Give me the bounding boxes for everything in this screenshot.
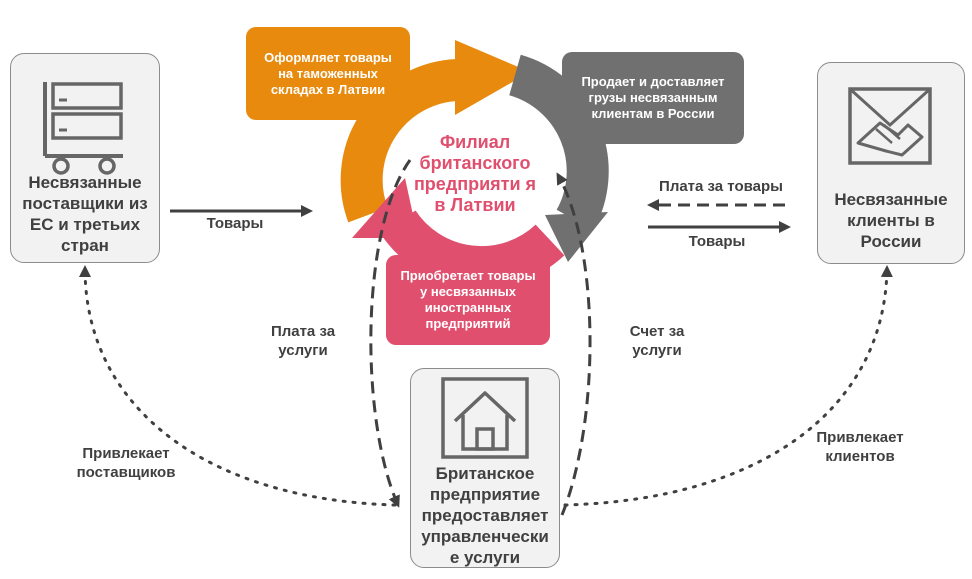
cycle-arrowhead-gray [545,212,608,262]
arrow-payment-services [369,159,412,508]
callout-customs: Оформляет товары на таможенных складах в… [246,27,410,120]
cycle-arrowhead-orange [455,40,530,115]
uk-company-label: Британское предприятие предоставляет упр… [421,464,549,567]
callout-buys: Приобретает товары у несвязанных иностра… [386,255,550,345]
label-invoice-services: Счет за услуги [629,323,685,359]
label-payment-services: Плата за услуги [270,323,336,359]
cycle-arc-orange [340,59,460,223]
clients-box: Несвязанные клиенты в России [817,62,965,264]
arrow-attracts-clients [563,265,893,507]
label-goods-out: Товары [688,233,746,250]
arrow-invoice-services [556,172,592,516]
cycle-arrowhead-red [352,178,418,238]
suppliers-label: Несвязанные поставщики из ЕС и третьих с… [22,173,148,255]
uk-company-box: Британское предприятие предоставляет упр… [410,368,560,568]
house-icon [441,377,529,459]
label-attracts-suppliers: Привлекает поставщиков [76,445,176,481]
arrow-attracts-suppliers [79,265,397,507]
label-attracts-clients: Привлекает клиентов [816,429,904,465]
warehouse-shelves-icon [43,82,123,175]
branch-label: Филиал британского предприяти я в Латвии [413,132,537,215]
label-goods-in: Товары [206,215,264,232]
suppliers-box: Несвязанные поставщики из ЕС и третьих с… [10,53,160,263]
callout-sells: Продает и доставляет грузы несвязанным к… [562,52,744,144]
label-payment-goods: Плата за товары [659,178,783,195]
clients-label: Несвязанные клиенты в России [834,190,948,251]
handshake-icon [848,87,932,165]
